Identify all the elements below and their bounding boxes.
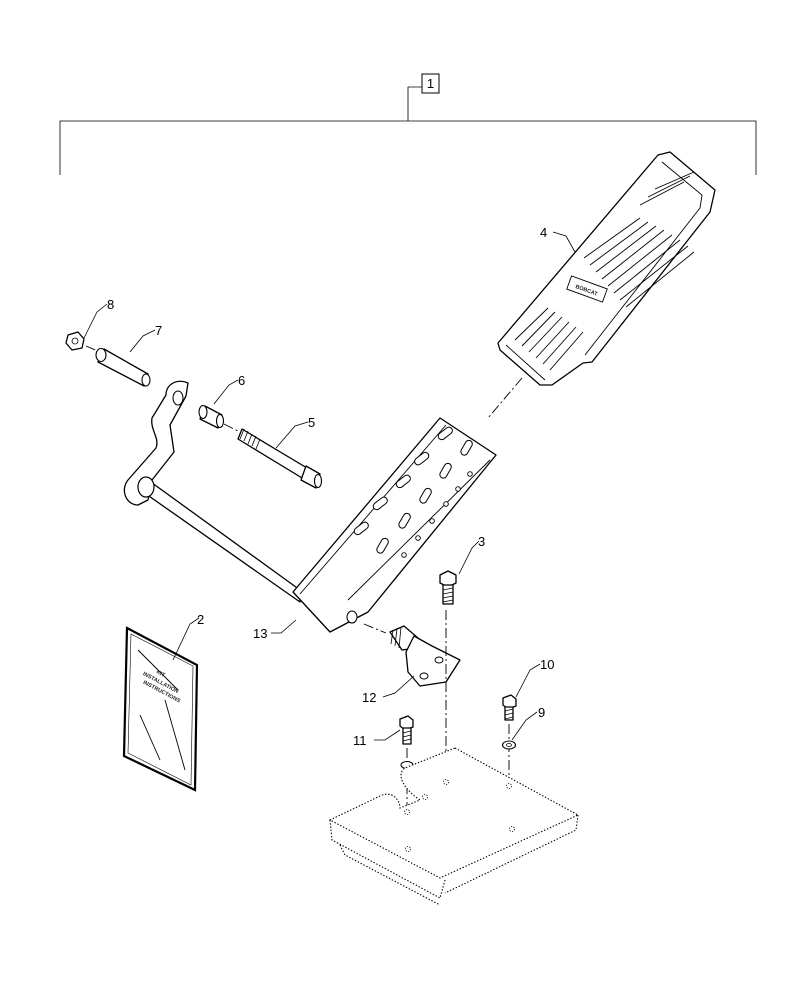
assembly-bracket: 1 xyxy=(59,73,757,175)
bolt-part-10 xyxy=(502,694,517,721)
callout-leaders xyxy=(83,231,576,741)
callout-10: 10 xyxy=(540,657,554,672)
bolt-part-11 xyxy=(399,715,414,745)
callout-7: 7 xyxy=(155,323,162,338)
nut-part-8 xyxy=(65,331,85,351)
callout-4: 4 xyxy=(540,225,547,240)
washer-part-9 xyxy=(501,740,517,750)
callout-2: 2 xyxy=(197,612,204,627)
pedal-logo-plate xyxy=(566,275,608,303)
mounting-plate-reference xyxy=(328,747,580,906)
callout-9: 9 xyxy=(538,705,545,720)
pedal-arm-slots xyxy=(353,426,473,554)
callout-8: 8 xyxy=(107,297,114,312)
callout-5: 5 xyxy=(308,415,315,430)
centerline-bolt xyxy=(223,423,241,433)
callout-13: 13 xyxy=(253,626,267,641)
bushing-part-6 xyxy=(198,404,225,429)
flange-bolt-part-3 xyxy=(439,570,457,605)
bolt-part-5 xyxy=(237,428,323,489)
callout-3: 3 xyxy=(478,534,485,549)
spacer-part-7 xyxy=(95,347,151,387)
booklet-title-line-1: KIT xyxy=(155,669,166,679)
pedal-tread-ribs xyxy=(514,171,695,371)
pedal-arm-part-13 xyxy=(123,380,497,633)
centerline-nut xyxy=(85,345,101,353)
callout-1: 1 xyxy=(427,76,434,91)
callout-6: 6 xyxy=(238,373,245,388)
hinge-bracket-part-12 xyxy=(363,623,461,687)
callout-11: 11 xyxy=(353,733,367,748)
centerline-pad xyxy=(487,377,523,419)
callout-12: 12 xyxy=(362,690,376,705)
pedal-pad-part-4: BOBCAT xyxy=(497,151,716,386)
instruction-booklet-part-2: KIT INSTALLATION INSTRUCTIONS xyxy=(122,626,199,792)
